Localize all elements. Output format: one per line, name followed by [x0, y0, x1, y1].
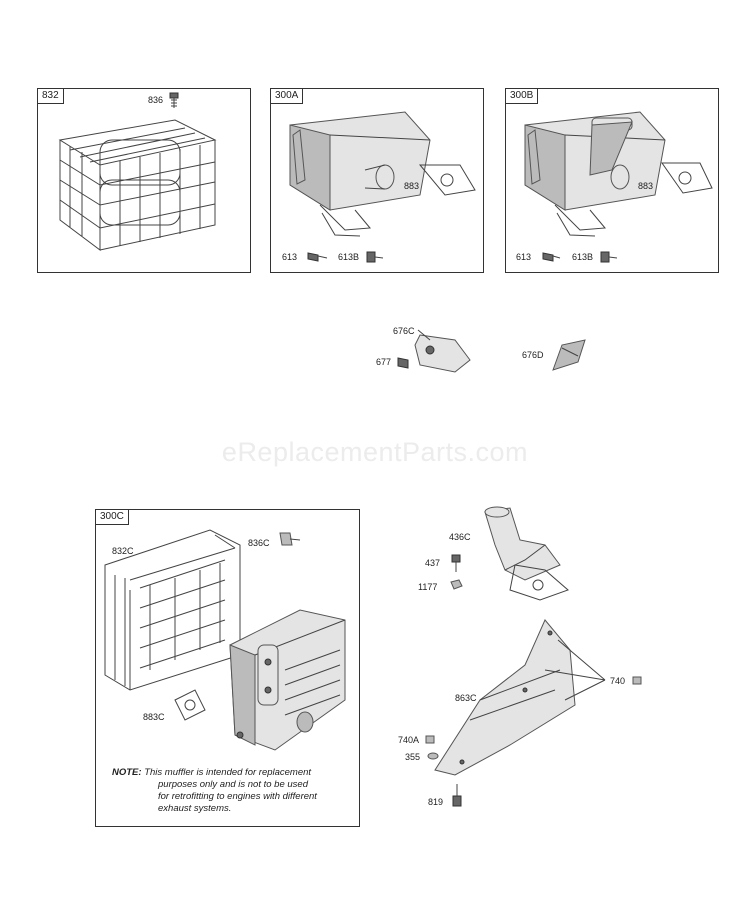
muffler-300a-drawing: [289, 111, 431, 237]
note-line-4: exhaust systems.: [158, 803, 232, 814]
screw-677-drawing: [397, 357, 409, 369]
screw-437-drawing: [451, 554, 461, 572]
label-613-b: 613: [516, 252, 532, 262]
muffler-300b-drawing: [524, 111, 666, 237]
shield-676c-drawing: [414, 329, 471, 373]
label-883-a: 883: [404, 181, 420, 191]
note-label: NOTE:: [112, 767, 142, 778]
label-613-a: 613: [282, 252, 298, 262]
label-740a: 740A: [398, 735, 420, 745]
label-436c: 436C: [449, 532, 471, 542]
gasket-883c-drawing: [174, 689, 206, 721]
nut-740-drawing: [632, 676, 642, 685]
label-832c: 832C: [112, 546, 134, 556]
box-tag-300c: 300C: [95, 509, 129, 525]
label-819: 819: [428, 797, 444, 807]
nut-740a-drawing: [425, 735, 435, 744]
screw-819-drawing: [452, 784, 462, 807]
label-677: 677: [376, 357, 392, 367]
label-1177: 1177: [418, 582, 438, 592]
screws-300b-drawing: [542, 251, 618, 263]
screw-836-drawing: [169, 92, 179, 108]
label-437: 437: [425, 558, 441, 568]
label-863c: 863C: [455, 693, 477, 703]
label-676d: 676D: [522, 350, 544, 360]
label-836c: 836C: [248, 538, 270, 548]
box-tag-300a: 300A: [270, 88, 304, 104]
note-line-2: purposes only and is not to be used: [158, 779, 308, 790]
screw-836c-drawing: [279, 532, 301, 546]
label-613b-a: 613B: [338, 252, 360, 262]
washer-355-drawing: [427, 752, 439, 760]
label-883c: 883C: [143, 712, 165, 722]
label-355: 355: [405, 752, 421, 762]
label-836: 836: [148, 95, 164, 105]
elbow-436c-drawing: [484, 506, 569, 601]
muffler-300c-drawing: [229, 609, 346, 751]
box-tag-832: 832: [37, 88, 64, 104]
note-line-1: This muffler is intended for replacement: [144, 767, 312, 778]
note-line-3: for retrofitting to engines with differe…: [158, 791, 317, 802]
watermark: eReplacementParts.com: [221, 437, 529, 467]
box-tag-300b: 300B: [505, 88, 539, 104]
guard-cage-drawing: [58, 119, 217, 251]
cap-676d-drawing: [552, 339, 586, 371]
label-883-b: 883: [638, 181, 654, 191]
gasket-883b-drawing: [661, 162, 713, 194]
replacement-note: NOTE: This muffler is intended for repla…: [112, 767, 352, 815]
label-740: 740: [610, 676, 626, 686]
label-613b-b: 613B: [572, 252, 594, 262]
screws-300a-drawing: [307, 251, 384, 263]
label-676c: 676C: [393, 326, 415, 336]
gasket-883a-drawing: [418, 164, 476, 196]
nut-1177-drawing: [450, 579, 463, 590]
